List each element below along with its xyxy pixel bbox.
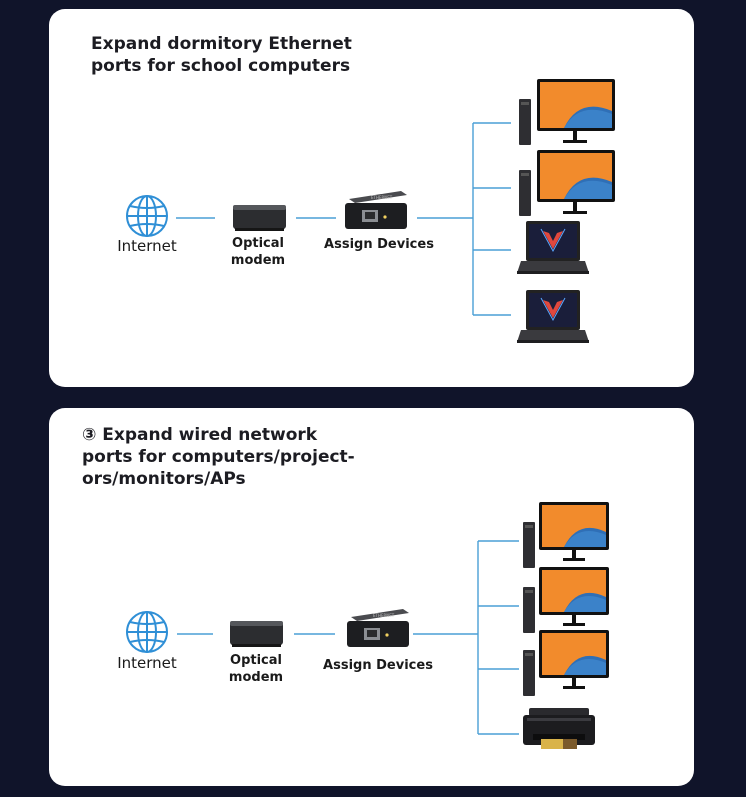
card-title: ③ Expand wired network ports for compute…: [82, 425, 355, 489]
modem-icon: [230, 621, 283, 647]
svg-text:ETHERNET: ETHERNET: [373, 613, 395, 618]
laptop-icon: [517, 290, 589, 343]
svg-text:ETHERNET: ETHERNET: [371, 195, 393, 200]
node-label-internet: Internet: [117, 654, 177, 672]
desktop-monitor-icon: [523, 630, 609, 696]
ethernet-splitter-icon: ETHERNET: [345, 191, 407, 229]
network-diagram: ETHERNET: [126, 79, 615, 343]
node-label-switch: Assign Devices: [323, 658, 433, 673]
desktop-monitor-icon: [519, 150, 615, 216]
node-label-internet: Internet: [117, 237, 177, 255]
node-label-modem: Optical modem: [228, 653, 284, 685]
network-diagram: ETHERNET: [126, 502, 609, 749]
node-label-modem: Optical modem: [230, 236, 286, 268]
printer-icon: [523, 708, 595, 749]
card-title: Expand dormitory Ethernet ports for scho…: [91, 34, 352, 76]
desktop-monitor-icon: [523, 502, 609, 568]
modem-icon: [233, 205, 286, 231]
node-label-switch: Assign Devices: [324, 237, 434, 252]
laptop-icon: [517, 221, 589, 274]
ethernet-splitter-icon: ETHERNET: [347, 609, 409, 647]
scenario-card-wired-network: ③ Expand wired network ports for compute…: [49, 408, 694, 786]
scenario-card-dormitory: Expand dormitory Ethernet ports for scho…: [49, 9, 694, 387]
globe-icon: [126, 195, 168, 237]
desktop-monitor-icon: [519, 79, 615, 145]
desktop-monitor-icon: [523, 567, 609, 633]
globe-icon: [126, 611, 168, 653]
